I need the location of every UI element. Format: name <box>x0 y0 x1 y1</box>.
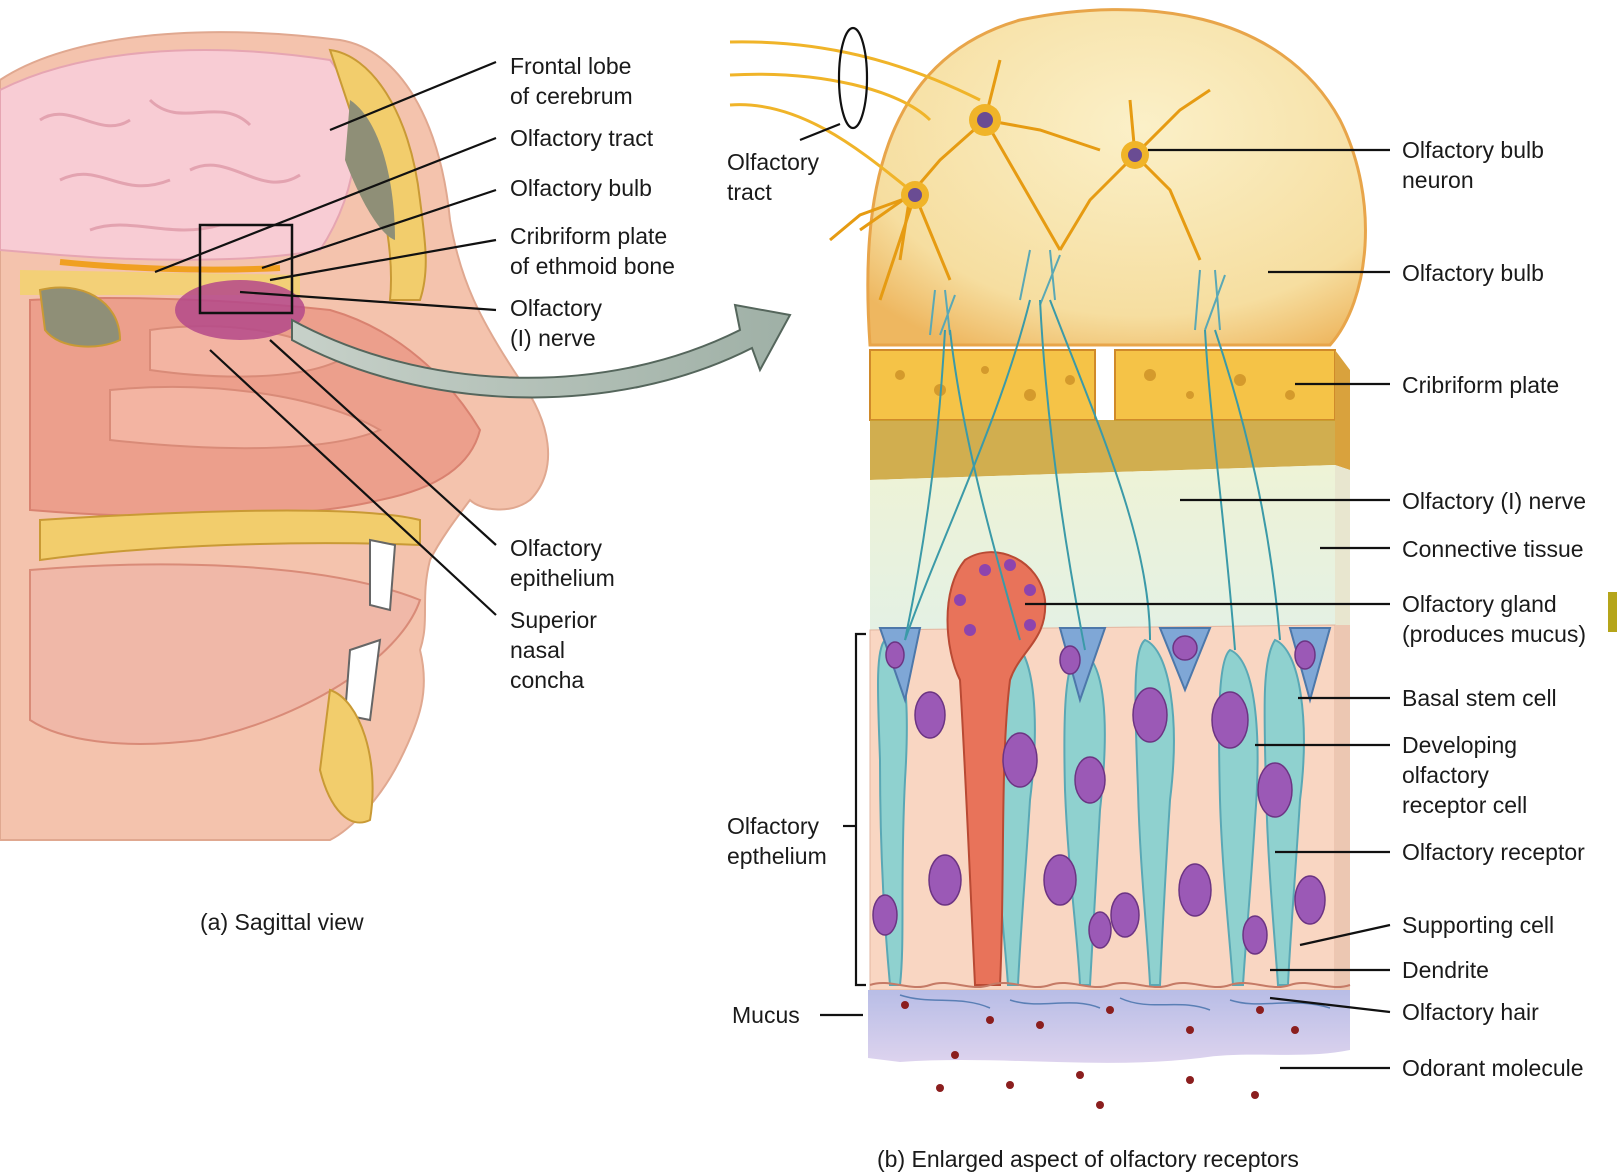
olfactory-bulb-dome <box>868 10 1366 345</box>
label-olfactory-bulb-b: Olfactory bulb <box>1402 260 1544 286</box>
label-olfactory-gland: Olfactory gland (produces mucus) <box>1402 591 1586 647</box>
panel-a-sagittal-view: Frontal lobe of cerebrum Olfactory tract… <box>0 32 790 935</box>
label-olfactory-tract-b: Olfactory tract <box>727 149 825 205</box>
panel-b-enlarged-receptors: Olfactory tract Olfactory epthelium Mucu… <box>727 10 1586 1172</box>
caption-enlarged-receptors: (b) Enlarged aspect of olfactory recepto… <box>877 1146 1299 1172</box>
label-olfactory-nerve-b: Olfactory (I) nerve <box>1402 488 1586 514</box>
label-olfactory-epithelium-b: Olfactory epthelium <box>727 813 827 869</box>
label-olfactory-bulb-a: Olfactory bulb <box>510 175 652 201</box>
connective-tissue-block <box>870 465 1335 630</box>
frontal-lobe <box>0 50 355 260</box>
label-olfactory-bulb-neuron: Olfactory bulb neuron <box>1402 137 1550 193</box>
olfactory-epithelium-patch <box>175 280 305 340</box>
label-cribriform-plate-a: Cribriform plate of ethmoid bone <box>510 223 675 279</box>
caption-sagittal-view: (a) Sagittal view <box>200 909 364 935</box>
label-supporting-cell: Supporting cell <box>1402 912 1554 938</box>
label-frontal-lobe: Frontal lobe of cerebrum <box>510 53 638 109</box>
label-basal-stem-cell: Basal stem cell <box>1402 685 1557 711</box>
label-developing-receptor: Developing olfactory receptor cell <box>1402 732 1527 818</box>
label-olfactory-nerve-a: Olfactory (I) nerve <box>510 295 608 351</box>
label-olfactory-tract-a: Olfactory tract <box>510 125 654 151</box>
label-dendrite: Dendrite <box>1402 957 1489 983</box>
tract-bundle-ring <box>839 28 867 128</box>
label-olfactory-epithelium-a: Olfactory epithelium <box>510 535 615 591</box>
label-cribriform-plate-b: Cribriform plate <box>1402 372 1559 398</box>
label-connective-tissue: Connective tissue <box>1402 536 1584 562</box>
epithelium-bracket <box>856 634 866 985</box>
label-mucus: Mucus <box>732 1002 800 1028</box>
label-olfactory-hair: Olfactory hair <box>1402 999 1539 1025</box>
label-superior-nasal-concha: Superior nasal concha <box>510 607 603 693</box>
label-olfactory-receptor: Olfactory receptor <box>1402 839 1585 865</box>
edge-marker <box>1608 592 1617 632</box>
label-odorant-molecule: Odorant molecule <box>1402 1055 1584 1081</box>
